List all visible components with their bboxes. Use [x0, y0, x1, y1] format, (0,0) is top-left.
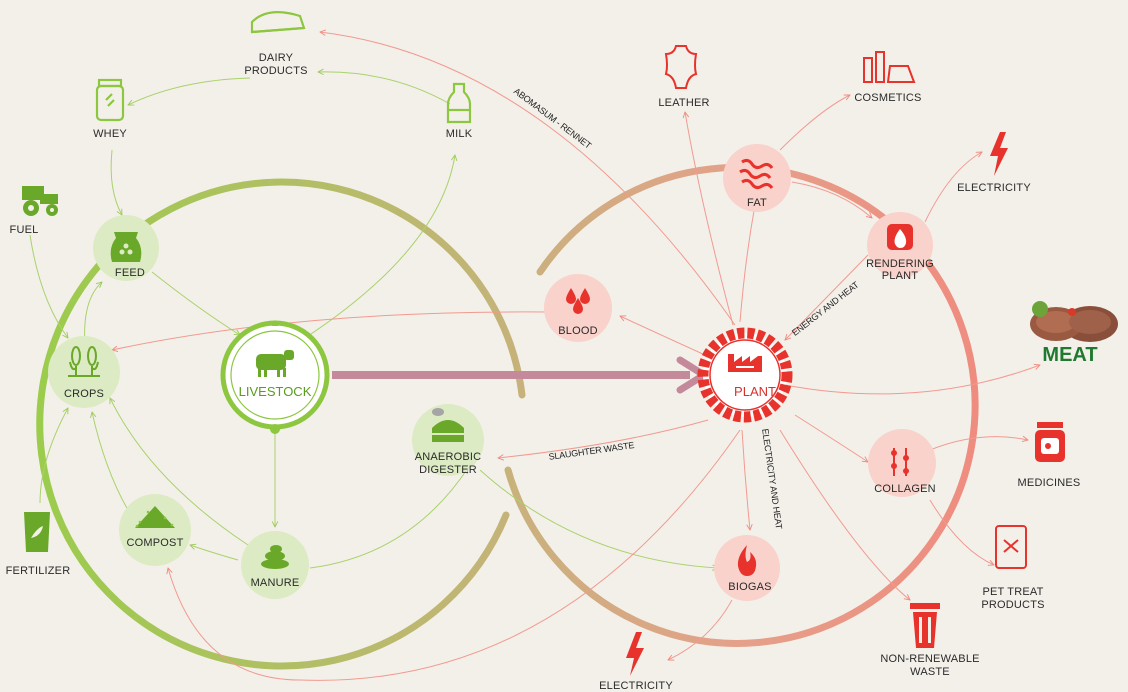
milk-bottle-icon: [446, 82, 472, 124]
green-flow-arrows: [29, 72, 718, 568]
pet-treat-label-line2: PRODUCTS: [981, 599, 1045, 611]
factory-icon: [728, 354, 762, 372]
leather-hide-icon: [664, 45, 698, 89]
whey-label: WHEY: [93, 128, 127, 140]
dairy-label-line1: DAIRY: [258, 52, 294, 64]
medicines-label: MEDICINES: [1017, 477, 1081, 489]
plant-hub: [697, 327, 793, 423]
cow-icon: [256, 350, 294, 377]
milk-label: MILK: [445, 128, 473, 140]
blood-node: [544, 274, 612, 342]
flame-icon: [737, 545, 757, 576]
dairy-label-line2: PRODUCTS: [244, 65, 308, 77]
fat-node: [723, 144, 791, 212]
plant-label: PLANT: [734, 384, 776, 399]
meat-label: MEAT: [1042, 344, 1098, 366]
rendering-label-line1: RENDERING: [866, 258, 934, 270]
blood-label: BLOOD: [558, 325, 598, 337]
livestock-label: LIVESTOCK: [238, 384, 312, 399]
red-flow-arrows: [112, 32, 1040, 681]
corn-icon: [68, 346, 100, 377]
digester-tank-icon: [432, 408, 464, 442]
meat-steak-icon: [1030, 301, 1118, 342]
lightning-icon: [626, 632, 644, 676]
feed-node: [93, 215, 159, 281]
trash-bin-icon: [910, 603, 940, 648]
waste-label-line2: WASTE: [910, 666, 950, 678]
medicine-jar-icon: [1035, 422, 1065, 462]
manure-icon: [261, 545, 289, 569]
crops-node: [48, 336, 120, 408]
electricity-top-label: ELECTRICITY: [957, 182, 1031, 194]
fat-label: FAT: [747, 197, 767, 209]
blood-drops-icon: [566, 288, 590, 314]
compost-pile-icon: [135, 506, 175, 528]
livestock-hub: [220, 320, 330, 434]
fertilizer-bag-icon: [24, 512, 50, 552]
leather-label: LEATHER: [658, 97, 710, 109]
cheese-icon: [250, 11, 306, 34]
compost-node: [119, 494, 191, 566]
fuel-label: FUEL: [9, 224, 39, 236]
pet-treat-bag-icon: [995, 525, 1027, 569]
jar-icon: [95, 78, 125, 122]
tractor-icon: [22, 186, 58, 216]
cosmetics-label: COSMETICS: [854, 92, 922, 104]
biogas-label: BIOGAS: [728, 581, 772, 593]
plant-cycle-ring: [504, 163, 979, 647]
feed-sack-icon: [110, 232, 142, 262]
bacon-icon: [739, 158, 774, 190]
flame-icon: [887, 224, 913, 250]
crops-label: CROPS: [63, 388, 105, 400]
electricity-bottom-label: ELECTRICITY: [599, 680, 673, 692]
biogas-node: [714, 535, 780, 601]
manure-node: [241, 531, 309, 599]
rendering-plant-node: [867, 212, 933, 278]
rendering-label-line2: PLANT: [881, 270, 919, 282]
pet-treat-label-line1: PET TREAT: [982, 586, 1044, 598]
waste-label-line1: NON-RENEWABLE: [880, 653, 980, 665]
lipstick-icon: [863, 51, 916, 83]
digester-label-line2: DIGESTER: [419, 464, 477, 476]
collagen-icon: [891, 448, 909, 476]
digester-label-line1: ANAEROBIC: [414, 451, 482, 463]
fertilizer-label: FERTILIZER: [5, 565, 71, 577]
lightning-icon: [990, 132, 1008, 176]
anaerobic-digester-node: [412, 404, 484, 476]
feed-label: FEED: [114, 267, 146, 279]
livestock-cycle-ring: [36, 178, 526, 670]
compost-label: COMPOST: [126, 537, 184, 549]
manure-label: MANURE: [250, 577, 300, 589]
collagen-node: [868, 429, 936, 497]
collagen-label: COLLAGEN: [874, 483, 936, 495]
